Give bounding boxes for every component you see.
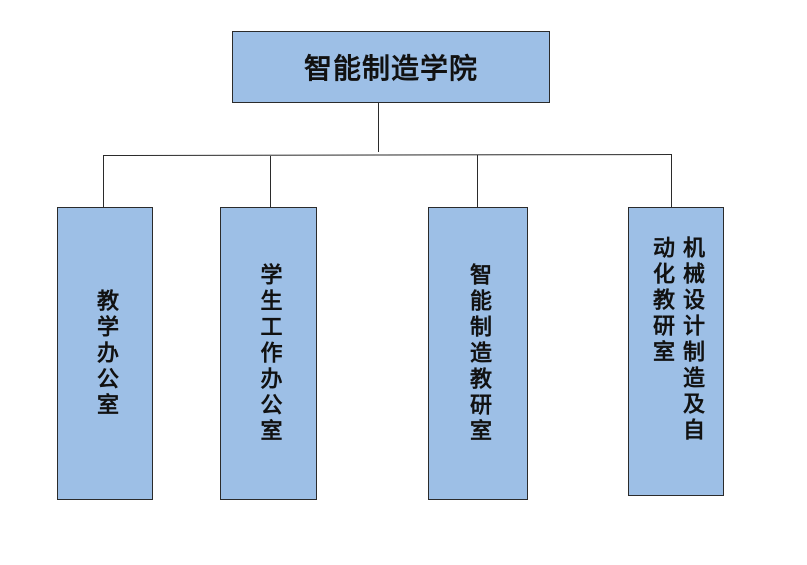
child-node-label: 学生工作办公室 (256, 262, 282, 445)
root-node: 智能制造学院 (232, 31, 550, 103)
child-connector-2 (270, 156, 271, 207)
horizontal-connector (102, 154, 671, 156)
child-node-student-affairs-office: 学生工作办公室 (220, 207, 317, 500)
child-connector-1 (103, 156, 104, 207)
child-connector-4 (671, 154, 672, 207)
child-node-mechanical-design-section: 机械设计制造及自动化教研室 (628, 207, 724, 496)
child-node-teaching-office: 教学办公室 (57, 207, 153, 500)
child-connector-3 (477, 155, 478, 207)
child-node-label: 智能制造教研室 (466, 262, 491, 445)
child-node-intelligent-manufacturing-section: 智能制造教研室 (428, 207, 528, 500)
root-down-connector (378, 103, 379, 152)
root-node-label: 智能制造学院 (303, 52, 478, 85)
child-node-label: 机械设计制造及自动化教研室 (649, 235, 704, 444)
child-node-label: 教学办公室 (93, 288, 118, 419)
